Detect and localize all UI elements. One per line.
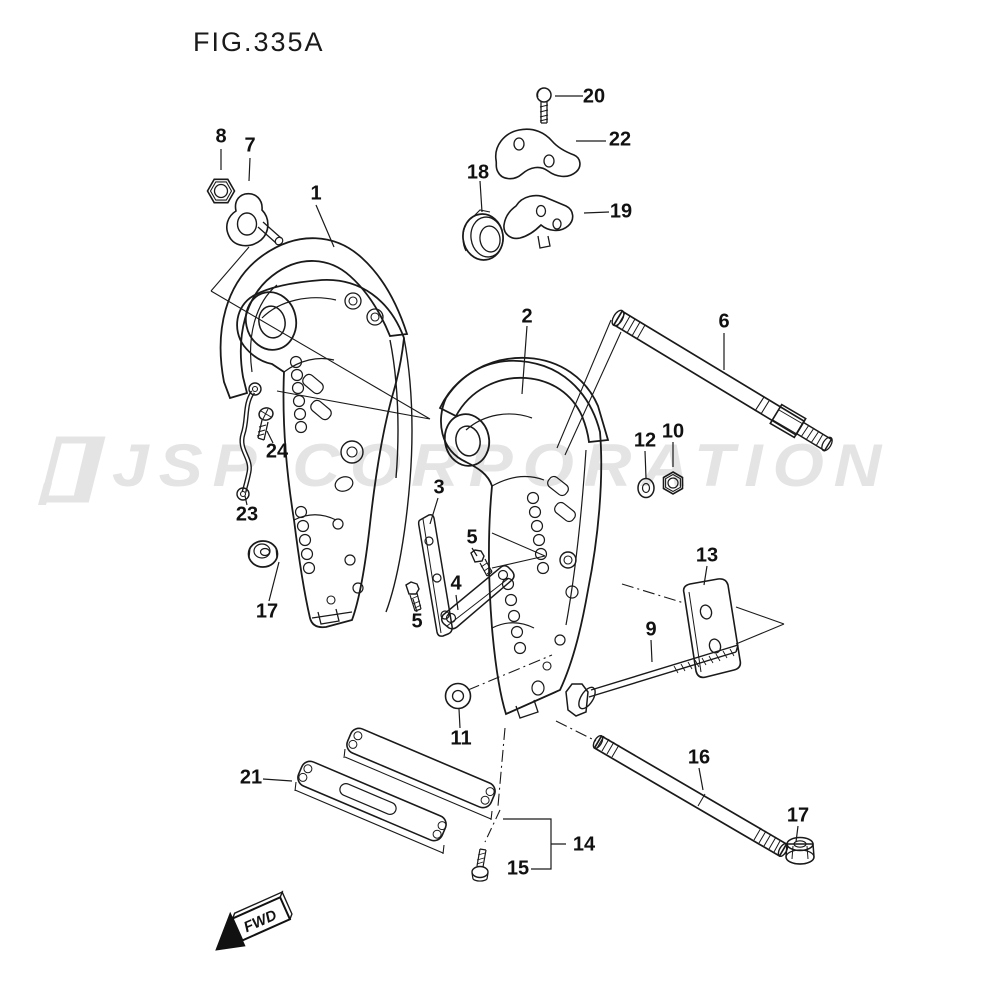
part-17-flange-nut-right [785,836,815,865]
part-12-washer [637,477,655,499]
part-21-stabilizer-bar-front [294,760,447,855]
part-6-clamp-shaft [611,309,833,452]
callout-leader-lines [220,95,799,870]
part-1-clamp-bracket-left [219,237,413,629]
part-2-clamp-bracket-right [438,357,610,719]
part-10-nut [662,471,684,495]
part-20-bolt [536,87,552,124]
part-24-screw [256,407,274,441]
part-5-bolt-a [470,549,493,577]
scallops-left [289,355,316,575]
part-9-bolt [565,644,739,717]
leader-lines [210,246,785,843]
part-3-plate [417,514,453,637]
part-11-washer [444,682,472,710]
part-15-screw [471,848,489,882]
part-18-cap-grommet [462,209,504,261]
part-17-cap-nut-left [247,540,279,568]
part-13-plate [682,578,742,679]
part-19-bracket-plate [503,194,574,249]
part-21-stabilizer-bar-rear [343,727,496,821]
part-5-bolt-b [405,581,422,612]
part-23-lock-cable [236,382,262,501]
part-16-thrust-rod [592,734,789,858]
scallops-right [501,491,550,655]
part-7-cam-washer [226,192,284,247]
part-8-nut [206,178,236,204]
part-22-bracket-plate [494,128,581,180]
fwd-direction-arrow: FWD [215,890,293,951]
part-4-plate [440,564,515,630]
